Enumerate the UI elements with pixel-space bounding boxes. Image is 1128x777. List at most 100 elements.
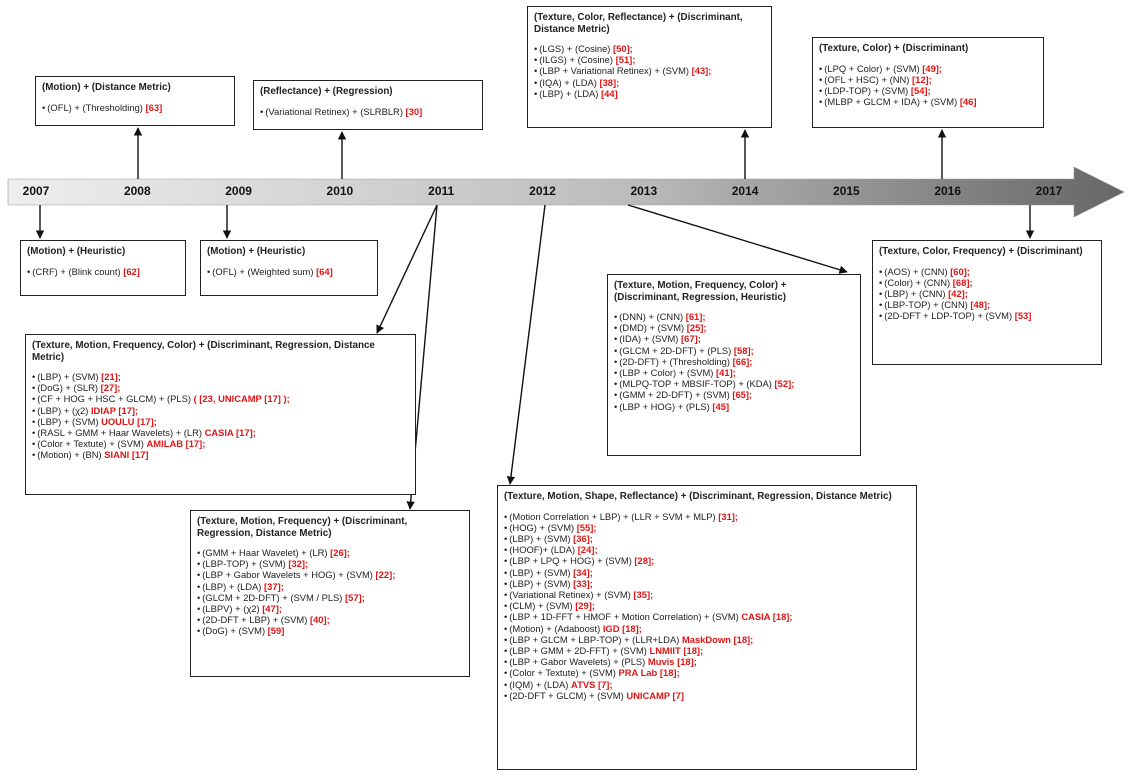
method-text: (Motion) + (BN) [37, 449, 105, 461]
bullet-icon: • [504, 566, 508, 578]
reference-label: [37]; [264, 580, 284, 592]
bullet-icon: • [197, 614, 201, 626]
method-item: •(Variational Retinex) + (SLRBLR) [30] [260, 106, 476, 117]
bullet-icon: • [614, 311, 618, 322]
reference-label: [59] [267, 625, 285, 637]
reference-label: Muvis [18]; [647, 656, 697, 668]
method-text: (GMM + Haar Wavelet) + (LR) [202, 547, 331, 558]
year-label: 2009 [225, 184, 252, 198]
reference-label: PRA Lab [18]; [618, 667, 680, 679]
method-text: (LBP + Gabor Wavelets + HOG) + (SVM) [202, 569, 376, 581]
method-text: (Motion Correlation + LBP) + (LLR + SVM … [509, 510, 719, 522]
method-text: (MLBP + GLCM + IDA) + (SVM) [824, 96, 960, 108]
bullet-icon: • [534, 76, 538, 88]
method-item: •(IQM) + (LDA) ATVS [7]; [504, 679, 910, 690]
method-text: (IQM) + (LDA) [509, 678, 572, 690]
bullet-icon: • [819, 73, 823, 85]
method-text: (GLCM + 2D-DFT) + (SVM / PLS) [202, 591, 346, 603]
method-text: (2D-DFT + LDP-TOP) + (SVM) [884, 310, 1015, 322]
bullet-icon: • [614, 333, 618, 345]
bullet-icon: • [504, 510, 508, 522]
method-list: •(OFL) + (Weighted sum) [64] [207, 266, 371, 277]
method-text: (LBP + GMM + 2D-FFT) + (SVM) [509, 644, 650, 656]
bullet-icon: • [504, 555, 508, 567]
reference-label: [41]; [716, 367, 736, 379]
reference-label: [35]; [633, 588, 654, 600]
reference-label: [54]; [910, 84, 931, 96]
method-text: (GLCM + 2D-DFT) + (PLS) [619, 344, 734, 356]
bullet-icon: • [879, 276, 883, 288]
year-box-2008: (Motion) + (Distance Metric) •(OFL) + (T… [35, 76, 235, 126]
method-item: •(IDA) + (SVM) [67]; [614, 333, 854, 344]
reference-label: [55]; [576, 521, 597, 533]
reference-label: [43]; [691, 65, 712, 77]
reference-label: [32]; [288, 558, 309, 570]
reference-label: [48]; [970, 299, 991, 311]
reference-label: MaskDown [18]; [681, 633, 754, 645]
reference-label: [62] [123, 265, 140, 277]
method-item: •(LBP + Gabor Wavelets + HOG) + (SVM) [2… [197, 569, 463, 580]
method-text: (AOS) + (CNN) [884, 265, 951, 277]
year-box-2016: (Texture, Color) + (Discriminant) •(LPQ … [812, 37, 1044, 128]
year-box-2011-b: (Texture, Motion, Frequency) + (Discrimi… [190, 510, 470, 677]
bullet-icon: • [197, 569, 201, 581]
connector-arrow [506, 204, 546, 485]
method-item: •(LBP + Variational Retinex) + (SVM) [43… [534, 65, 765, 76]
method-item: •(DoG) + (SLR) [27]; [32, 382, 409, 393]
reference-label: [38]; [599, 76, 620, 88]
bullet-icon: • [32, 415, 36, 427]
method-text: (LBP-TOP) + (CNN) [884, 299, 971, 311]
reference-label: [65]; [732, 389, 753, 401]
method-text: (CLM) + (SVM) [509, 600, 576, 612]
bullet-icon: • [504, 532, 508, 544]
method-item: •(Color + Textute) + (SVM) PRA Lab [18]; [504, 667, 910, 678]
reference-label: [49]; [922, 62, 943, 74]
bullet-icon: • [32, 449, 36, 461]
method-item: •(LBP) + (χ2) IDIAP [17]; [32, 405, 409, 416]
year-label: 2012 [529, 184, 556, 198]
reference-label: [45] [712, 400, 730, 412]
connector-lines [35, 127, 1035, 510]
bullet-icon: • [614, 367, 618, 379]
method-item: •(Motion) + (BN) SIANI [17] [32, 449, 409, 460]
year-label: 2010 [326, 184, 354, 198]
reference-label: [52]; [774, 378, 795, 390]
bullet-icon: • [504, 622, 508, 634]
method-text: (LBP + Color) + (SVM) [619, 367, 717, 379]
bullet-icon: • [504, 678, 508, 690]
method-item: •(LBP + Color) + (SVM) [41]; [614, 367, 854, 378]
method-text: (GMM + 2D-DFT) + (SVM) [619, 389, 733, 401]
method-item: •(GMM + 2D-DFT) + (SVM) [65]; [614, 389, 854, 400]
reference-label: [29]; [575, 600, 595, 612]
bullet-icon: • [504, 633, 508, 645]
bullet-icon: • [819, 62, 823, 74]
reference-label: [25]; [686, 322, 707, 334]
reference-label: LNMIIT [18]; [649, 644, 704, 656]
method-item: •(MLBP + GLCM + IDA) + (SVM) [46] [819, 96, 1037, 107]
year-box-2012: (Texture, Motion, Shape, Reflectance) + … [497, 485, 917, 770]
method-item: •(CRF) + (Blink count) [62] [27, 266, 179, 277]
year-label: 2014 [731, 184, 759, 198]
bullet-icon: • [819, 84, 823, 96]
method-item: •(RASL + GMM + Haar Wavelets) + (LR) CAS… [32, 427, 409, 438]
bullet-icon: • [614, 322, 618, 334]
method-list: •(AOS) + (CNN) [60];•(Color) + (CNN) [68… [879, 266, 1095, 322]
reference-label: [42]; [948, 287, 968, 299]
bullet-icon: • [879, 265, 883, 277]
method-text: (IDA) + (SVM) [619, 333, 682, 345]
method-list: •(CRF) + (Blink count) [62] [27, 266, 179, 277]
method-text: (LBP + HOG) + (PLS) [619, 400, 713, 412]
method-text: (LBP) + (LDA) [539, 87, 602, 99]
box-title: (Motion) + (Heuristic) [27, 246, 126, 257]
bullet-icon: • [504, 656, 508, 668]
bullet-icon: • [879, 310, 883, 322]
method-text: (LBP + Variational Retinex) + (SVM) [539, 65, 692, 77]
bullet-icon: • [614, 344, 618, 356]
reference-label: CASIA [17]; [204, 427, 256, 439]
box-title: (Texture, Motion, Shape, Reflectance) + … [504, 491, 892, 502]
reference-label: UNICAMP [7] [626, 689, 684, 701]
box-title: (Motion) + (Heuristic) [207, 246, 306, 257]
year-box-2007: (Motion) + (Heuristic) •(CRF) + (Blink c… [20, 240, 186, 296]
bullet-icon: • [534, 43, 538, 54]
